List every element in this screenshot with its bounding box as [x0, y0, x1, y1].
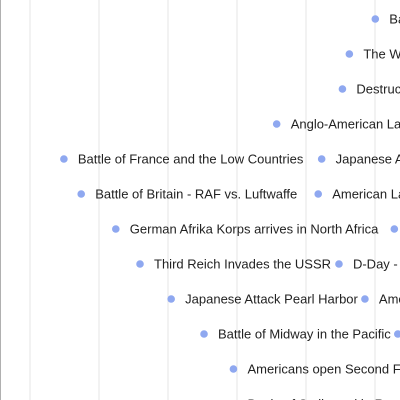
- event-item: Ba: [371, 12, 400, 27]
- event-label: Americans open Second Fro: [247, 362, 400, 377]
- event-marker: [200, 330, 208, 338]
- event-item: Destruct: [338, 82, 400, 97]
- event-label: Third Reich Invades the USSR: [154, 257, 331, 272]
- event-label: D-Day - A: [353, 257, 400, 272]
- event-item: American La: [314, 187, 400, 202]
- event-marker: [317, 155, 326, 163]
- event-item: The Wa: [345, 47, 400, 62]
- event-label: American La: [332, 187, 400, 202]
- event-item: Third Reich Invades the USSR: [136, 257, 331, 272]
- event-label: Anglo-American La: [291, 117, 400, 132]
- event-item: Japanese A: [317, 152, 400, 167]
- event-label: Battle of Midway in the Pacific: [218, 327, 391, 342]
- event-item: Japanese Attack Pearl Harbor: [167, 292, 359, 307]
- event-marker: [77, 190, 85, 198]
- event-item: D-Day - A: [335, 257, 400, 272]
- event-label: Japanese Attack Pearl Harbor: [185, 292, 358, 307]
- event-label: Ame: [379, 292, 400, 307]
- event-label: Destruct: [356, 82, 400, 97]
- event-item: Americans open Second Fro: [229, 362, 400, 377]
- event-marker: [272, 120, 281, 128]
- event-marker: [314, 190, 323, 198]
- event-marker: [229, 365, 238, 373]
- event-item: German Afrika Korps arrives in North Afr…: [112, 222, 379, 237]
- event-marker: [335, 260, 343, 268]
- event-marker: [112, 225, 120, 233]
- event-marker: [338, 85, 347, 93]
- event-label: The Wa: [363, 47, 400, 62]
- event-label: Battle of Britain - RAF vs. Luftwaffe: [95, 187, 297, 202]
- event-marker: [371, 15, 380, 23]
- event-marker: [390, 225, 399, 233]
- grid-lines: [29, 0, 376, 400]
- event-label: Battle of France and the Low Countries: [78, 152, 304, 167]
- event-item: Battle of France and the Low Countries: [60, 152, 304, 167]
- event-marker: [60, 155, 68, 163]
- event-label: Japanese A: [336, 152, 400, 167]
- event-marker: [393, 330, 400, 338]
- event-marker: [167, 295, 175, 303]
- event-marker: [345, 50, 354, 58]
- event-item: Battle of Britain - RAF vs. Luftwaffe: [77, 187, 297, 202]
- event-item: [390, 225, 399, 233]
- event-marker: [136, 260, 144, 268]
- event-item: Anglo-American La: [272, 117, 400, 132]
- event-item: Ame: [361, 292, 400, 307]
- event-label: German Afrika Korps arrives in North Afr…: [130, 222, 379, 237]
- event-item: Battle of Midway in the Pacific: [200, 327, 391, 342]
- event-label: Ba: [389, 12, 400, 27]
- event-label: Battle of Stalingrad in Russ: [247, 397, 400, 400]
- event-item: Battle of Stalingrad in Russ: [247, 397, 400, 400]
- event-item: [393, 330, 400, 338]
- event-marker: [361, 295, 369, 303]
